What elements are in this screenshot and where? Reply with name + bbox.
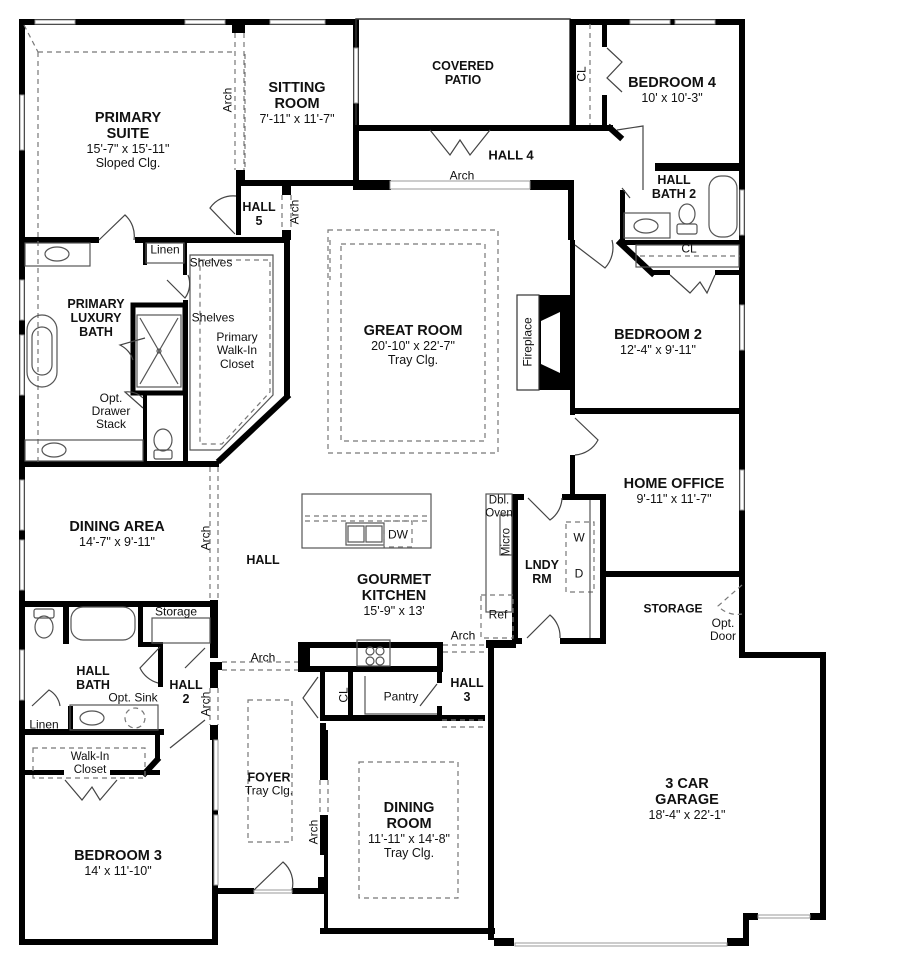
arch-label-foyer-top: Arch (250, 650, 276, 665)
room-primary-walk-in-closet: Primary Walk-In Closet (216, 329, 258, 371)
cl-label-bedroom-2: CL (681, 241, 697, 256)
windows (19, 19, 811, 947)
opt-door-label: Opt. Door (709, 615, 737, 643)
room-laundry: LNDY RM (524, 558, 560, 586)
room-great-room: GREAT ROOM 20'-10" x 22'-7" Tray Clg. (363, 322, 463, 368)
room-home-office: HOME OFFICE 9'-11" x 11'-7" (623, 475, 725, 507)
room-3-car-garage: 3 CAR GARAGE 18'-4" x 22'-1" (648, 775, 726, 823)
room-primary-luxury-bath: PRIMARY LUXURY BATH (67, 297, 125, 339)
room-bedroom-2: BEDROOM 2 12'-4" x 9'-11" (614, 326, 702, 358)
cl-label-bedroom-4: CL (574, 66, 589, 82)
shelves-label-1: Shelves (189, 255, 233, 270)
room-hall-bath-2: HALL BATH 2 (651, 173, 697, 201)
room-walk-in-closet-bedroom-3: Walk-In Closet (70, 751, 110, 776)
room-dining-area: DINING AREA 14'-7" x 9'-11" (69, 518, 165, 550)
cl-label-foyer: CL (336, 687, 351, 703)
room-storage-garage: STORAGE (643, 601, 703, 616)
room-pantry: Pantry (383, 689, 419, 704)
room-gourmet-kitchen: GOURMET KITCHEN 15'-9" x 13' (356, 571, 432, 619)
dryer-label: D (574, 566, 584, 581)
arch-label-dining-room: Arch (306, 819, 321, 845)
doors (31, 47, 743, 891)
room-bedroom-4: BEDROOM 4 10' x 10'-3" (628, 74, 716, 106)
room-covered-patio: COVERED PATIO (432, 59, 494, 87)
arch-label-hall-5: Arch (287, 199, 302, 225)
dw-label: DW (388, 527, 408, 542)
ref-label: Ref (488, 607, 508, 622)
room-hall-4: HALL 4 (488, 147, 534, 163)
arch-label-kitchen: Arch (450, 628, 476, 643)
arch-label-hall-2: Arch (198, 691, 213, 717)
room-primary-suite: PRIMARY SUITE 15'-7" x 15'-11" Sloped Cl… (86, 109, 170, 171)
room-dining-room: DINING ROOM 11'-11" x 14'-8" Tray Clg. (368, 799, 450, 861)
room-hall-bath: HALL BATH (76, 664, 110, 692)
room-hall-2: HALL 2 (169, 678, 203, 706)
opt-drawer-stack-label: Opt. Drawer Stack (91, 391, 131, 432)
arch-label-primary-sitting: Arch (220, 87, 235, 113)
opt-sink-label: Opt. Sink (108, 690, 158, 705)
linen-label-hall: Linen (29, 717, 59, 732)
dbl-oven-label: Dbl. Oven (485, 494, 513, 519)
arch-label-dining-area: Arch (198, 525, 213, 551)
room-hall: HALL (246, 553, 280, 567)
storage-label-hall: Storage (154, 604, 198, 619)
shelves-label-2: Shelves (191, 310, 235, 325)
room-foyer: FOYER Tray Clg. (244, 770, 294, 798)
fireplace-label: Fireplace (520, 317, 535, 367)
fixtures (24, 175, 740, 779)
room-hall-3: HALL 3 (450, 676, 484, 704)
washer-label: W (573, 530, 585, 545)
dashed-lines (23, 24, 740, 899)
linen-label-primary: Linen (150, 242, 180, 257)
room-bedroom-3: BEDROOM 3 14' x 11'-10" (74, 847, 162, 879)
room-hall-5: HALL 5 (242, 200, 276, 228)
micro-label: Micro (500, 527, 513, 557)
arch-label-hall-4: Arch (449, 168, 475, 183)
room-sitting-room: SITTING ROOM 7'-11" x 11'-7" (259, 79, 335, 127)
